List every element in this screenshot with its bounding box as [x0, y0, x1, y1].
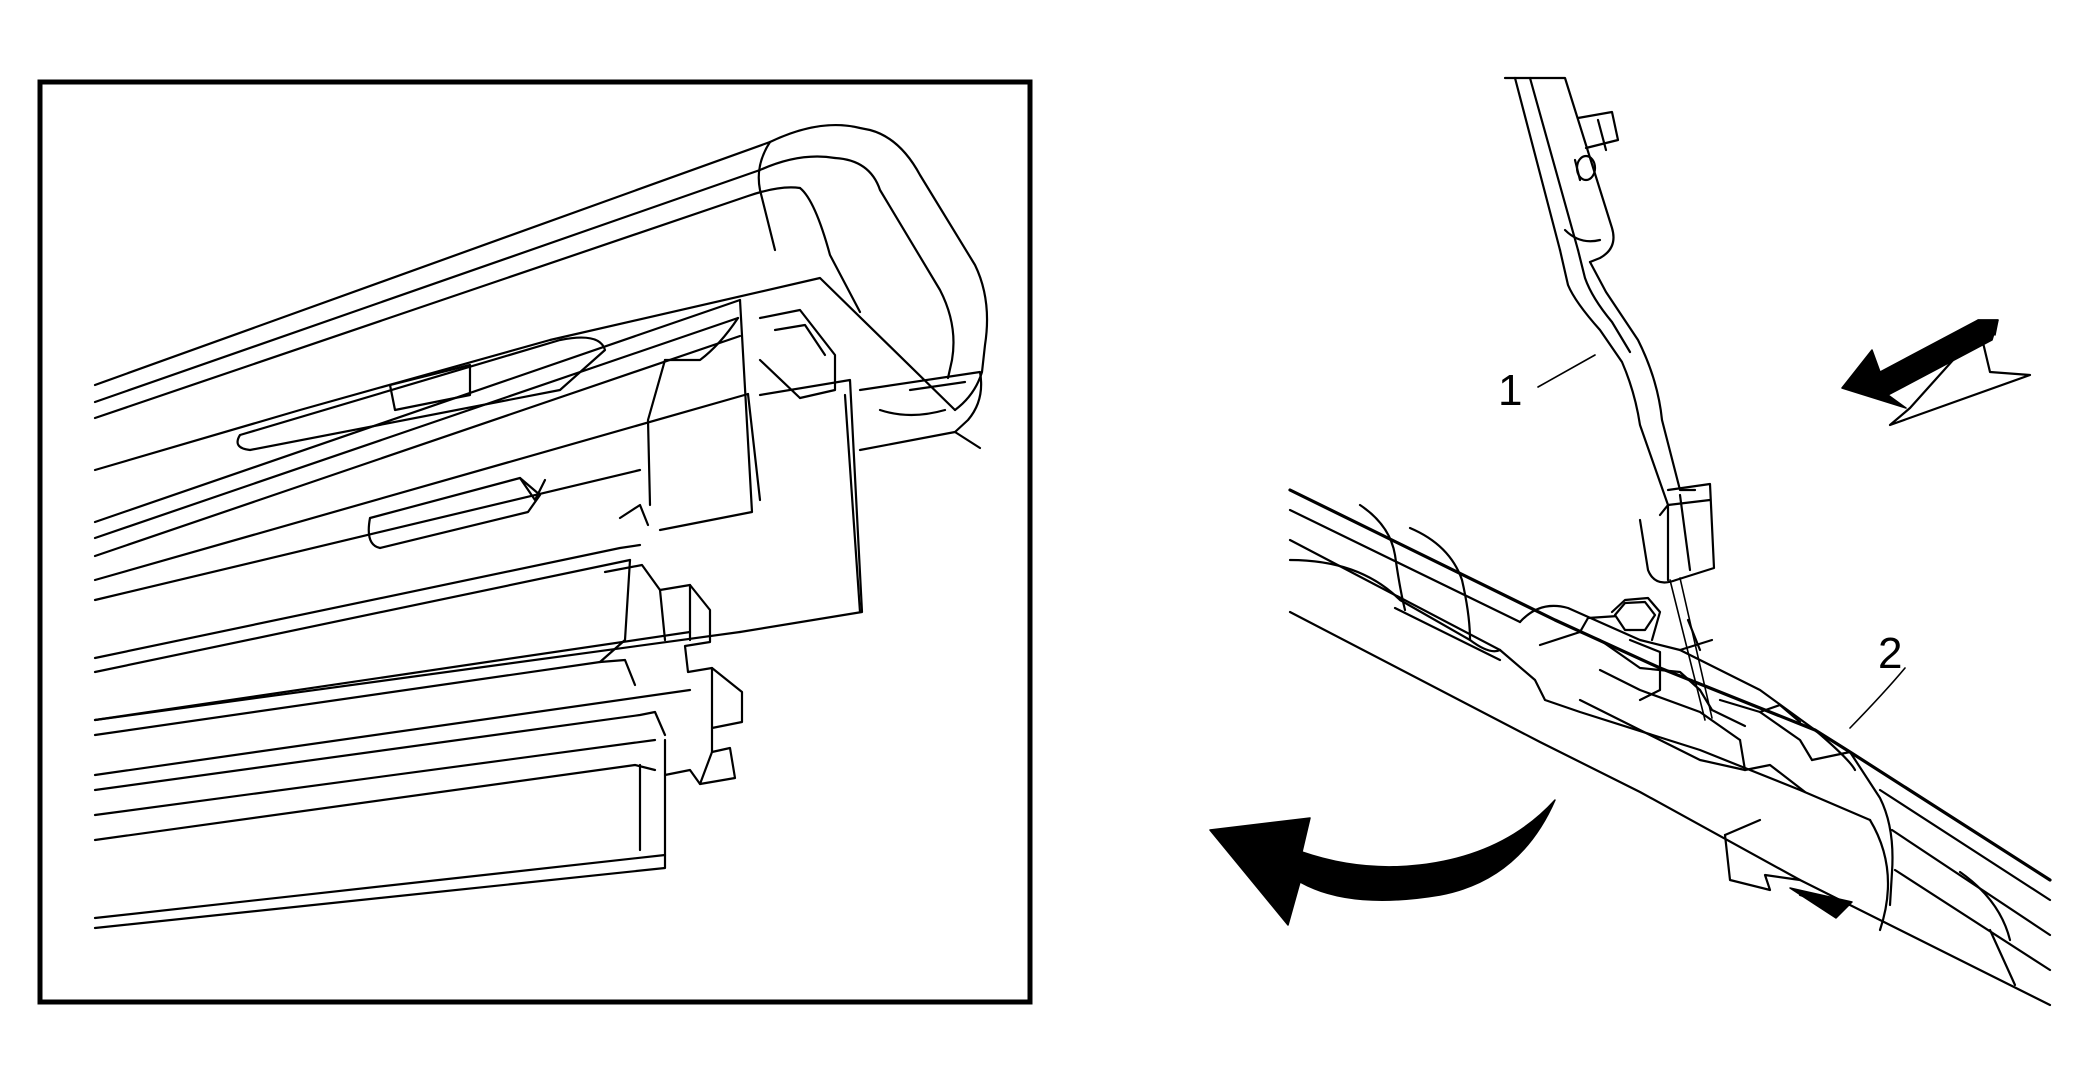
callout-2: 2 — [1878, 629, 1902, 678]
housing-slots — [236, 336, 607, 550]
blade-clip-tab — [758, 308, 837, 400]
slide-direction-arrow — [1789, 887, 1853, 919]
blade-housing — [93, 123, 989, 472]
blade-insert-panel — [93, 378, 864, 722]
callout-1: 1 — [1498, 366, 1522, 415]
wiper-blade — [1288, 488, 2052, 1007]
detail-frame — [37, 79, 1033, 1005]
callout-leaders — [1537, 354, 1906, 729]
push-direction-arrow — [1841, 319, 2032, 427]
rubber-blade-insert — [93, 543, 744, 930]
blade-adapter — [1518, 596, 1817, 892]
rotate-direction-arrow — [1209, 799, 1556, 926]
blade-rail — [93, 298, 762, 602]
blade-detail-view — [37, 79, 1033, 1005]
wiper-arm-removal-view: 1 2 — [1209, 76, 2052, 1007]
wiper-arm — [1503, 76, 1716, 721]
